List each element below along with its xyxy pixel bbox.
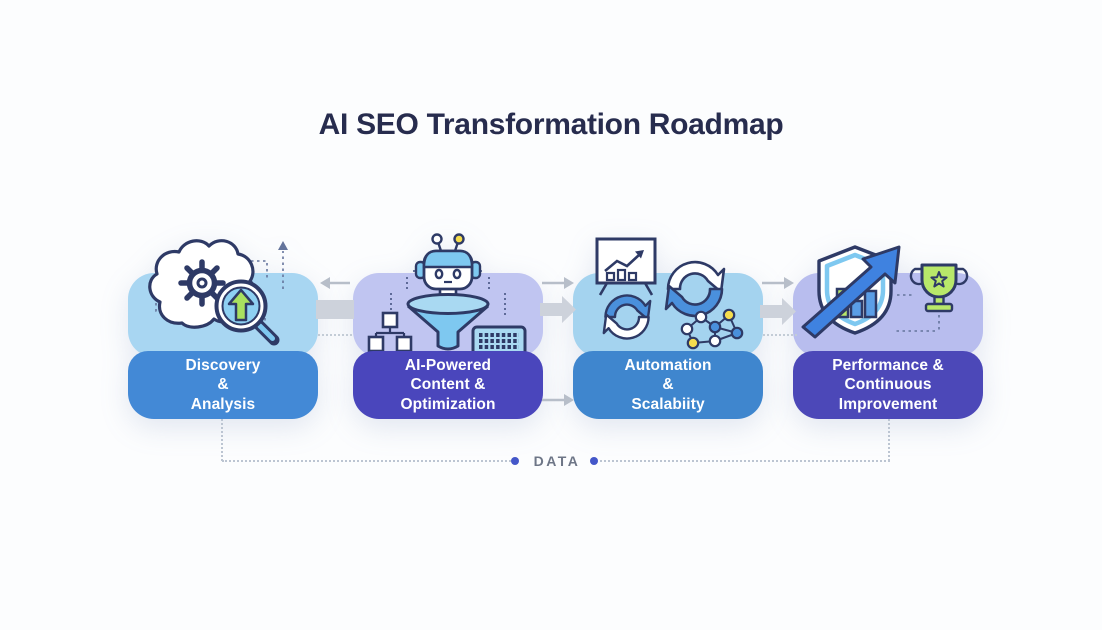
- stage-card-discovery-analysis: Discovery & Analysis: [128, 239, 318, 419]
- stage-label-line: &: [662, 376, 674, 394]
- feedback-loop-left-vertical: [221, 419, 223, 461]
- stage-label-panel: Discovery & Analysis: [128, 351, 318, 419]
- feedback-loop-right-vertical: [888, 419, 890, 461]
- stage-card-automation-scalability: Automation & Scalabiity: [573, 237, 763, 419]
- dotted-connector: [763, 334, 797, 336]
- flow-thick-arrow-icon: [760, 298, 796, 325]
- page-title: AI SEO Transformation Roadmap: [318, 108, 784, 141]
- stage-card-ai-content-optimization: AI-Powered Content & Optimization: [353, 233, 543, 419]
- dotted-connector: [318, 334, 352, 336]
- stage-label-line: Analysis: [190, 395, 256, 413]
- feedback-loop-left-horizontal: [222, 460, 514, 462]
- brain-gear-magnifier-icon: [148, 239, 288, 346]
- flow-band-connector: [316, 300, 354, 319]
- stage-label-line: Optimization: [400, 395, 496, 413]
- stage-label-line: &: [217, 376, 229, 394]
- shield-growth-trophy-icon: [801, 245, 969, 339]
- stage-label-line: Automation: [624, 357, 712, 375]
- stage-label-line: Discovery: [185, 357, 261, 375]
- flow-thick-arrow-icon: [540, 296, 576, 323]
- flow-arrow-right-icon: [542, 394, 574, 406]
- automation-cycles-network-icon: [595, 237, 744, 350]
- feedback-loop-dot: [590, 457, 598, 465]
- stage-label-line: Improvement: [838, 395, 938, 413]
- stage-label-line: AI-Powered: [404, 357, 492, 375]
- robot-funnel-keyboard-icon: [367, 233, 527, 357]
- flow-arrow-right-icon: [762, 277, 794, 289]
- stage-label-line: Content &: [410, 376, 486, 394]
- data-label: DATA: [533, 453, 581, 469]
- stage-card-performance-improvement: Performance & Continuous Improvement: [793, 245, 983, 419]
- stage-label-line: Scalabiity: [631, 395, 705, 413]
- stage-label-panel: Performance & Continuous Improvement: [793, 351, 983, 419]
- feedback-loop-dot: [511, 457, 519, 465]
- flow-arrow-right-icon: [542, 277, 574, 289]
- stage-label-line: Continuous: [844, 376, 932, 394]
- feedback-loop-right-horizontal: [600, 460, 890, 462]
- flow-arrow-left-icon: [320, 277, 350, 289]
- stage-label-panel: AI-Powered Content & Optimization: [353, 351, 543, 419]
- stage-label-panel: Automation & Scalabiity: [573, 351, 763, 419]
- stage-label-line: Performance &: [832, 357, 944, 375]
